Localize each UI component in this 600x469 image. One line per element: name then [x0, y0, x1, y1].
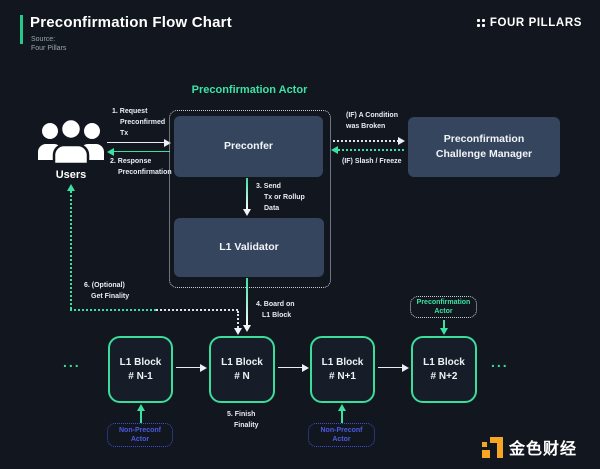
l1-validator-box: L1 Validator [174, 218, 324, 277]
step1-label: 1. Request Preconfirmed Tx [112, 108, 166, 137]
users-label: Users [55, 169, 87, 181]
l1-block-n-plus-1: L1 Block # N+1 [310, 336, 375, 403]
path-segment [70, 309, 156, 311]
preconfirmation-actor-title: Preconfirmation Actor [191, 84, 308, 96]
arrow-line [107, 142, 165, 143]
arrow-head [440, 328, 448, 335]
arrow-head [67, 184, 75, 191]
jinse-logo-icon [482, 436, 504, 458]
arrow-head [200, 364, 207, 372]
l1-block-n: L1 Block # N [209, 336, 275, 403]
source-value: Four Pillars [31, 45, 67, 52]
arrow-line [341, 409, 343, 423]
jinse-logo-text: 金色财经 [509, 439, 578, 458]
path-segment [70, 191, 72, 309]
non-preconf-actor-badge-right: Non-Preconf Actor [308, 423, 375, 447]
l1-block-n-minus-1: L1 Block # N-1 [108, 336, 173, 403]
title-accent-bar [20, 15, 23, 44]
arrow-line [378, 367, 403, 368]
preconfirmation-actor-container [169, 110, 331, 288]
ellipsis-left: ... [63, 354, 81, 370]
four-pillars-logo-icon [476, 19, 485, 27]
arrow-line [278, 367, 303, 368]
arrow-head [234, 328, 242, 335]
arrow-line [176, 367, 201, 368]
step6-label: 6. (Optional) Get Finality [84, 282, 130, 300]
source-caption: Source: Four Pillars [31, 35, 66, 53]
arrow-line [113, 151, 170, 152]
arrow-head [137, 404, 145, 411]
step2-label: 2. Response Preconfirmation [110, 158, 172, 176]
arrow-head [331, 146, 338, 154]
step5-label: 5. Finish Finality [227, 411, 259, 429]
arrow-head [243, 325, 251, 332]
if-condition-label: (IF) A Condition was Broken [346, 112, 398, 130]
users-icon [38, 118, 104, 166]
preconf-actor-badge: Preconfirmation Actor [410, 296, 477, 318]
non-preconf-actor-badge-left: Non-Preconf Actor [107, 423, 173, 447]
page-title: Preconfirmation Flow Chart [30, 14, 232, 31]
preconfer-box: Preconfer [174, 116, 323, 177]
arrow-head [398, 137, 405, 145]
challenge-manager-box: Preconfirmation Challenge Manager [408, 117, 560, 177]
arrow-head [402, 364, 409, 372]
arrow-head [243, 209, 251, 216]
arrow-line [338, 149, 404, 151]
source-label: Source: [31, 36, 56, 43]
arrow-head [338, 404, 346, 411]
ellipsis-right: ... [491, 354, 509, 370]
arrow-line [140, 409, 142, 423]
step3-label: 3. Send Tx or Rollup Data [256, 183, 305, 212]
arrow-head [302, 364, 309, 372]
path-segment [237, 311, 239, 328]
arrow-line [333, 140, 399, 142]
arrow-line [246, 178, 248, 210]
path-segment [156, 309, 238, 311]
jinse-logo: 金色财经 [482, 435, 577, 459]
four-pillars-logo-text: FOUR PILLARS [489, 17, 582, 29]
if-slash-label: (IF) Slash / Freeze [342, 158, 402, 165]
arrow-line [443, 320, 445, 329]
arrow-line [246, 278, 248, 326]
arrow-head [164, 139, 171, 147]
four-pillars-logo: FOUR PILLARS [476, 17, 582, 29]
l1-block-n-plus-2: L1 Block # N+2 [411, 336, 477, 403]
arrow-head [107, 148, 114, 156]
step4-label: 4. Board on L1 Block [256, 301, 295, 319]
